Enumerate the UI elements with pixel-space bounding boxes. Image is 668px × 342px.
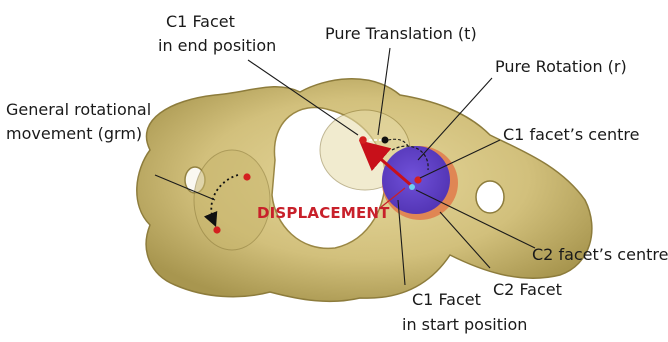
label-c1-facet-start-1: C1 Facet (412, 290, 481, 309)
label-grm-2: movement (grm) (6, 124, 142, 143)
label-c2-facet: C2 Facet (493, 280, 562, 299)
label-pure-translation: Pure Translation (t) (325, 24, 477, 43)
label-pure-rotation: Pure Rotation (r) (495, 57, 627, 76)
grm-start-marker (243, 173, 250, 180)
label-c1-facet-start-2: in start position (402, 315, 527, 334)
label-c1-facet-centre: C1 facet’s centre (503, 125, 639, 144)
label-grm-1: General rotational (6, 100, 151, 119)
c2-facet-centre-marker (409, 184, 415, 190)
vertebra-bone (137, 79, 592, 302)
translation-point (382, 137, 389, 144)
label-c1-facet-end-2: in end position (158, 36, 276, 55)
label-c2-facet-centre: C2 facet’s centre (532, 245, 668, 264)
label-displacement: DISPLACEMENT (257, 204, 390, 222)
label-c1-facet-end-1: C1 Facet (166, 12, 235, 31)
grm-end-marker (213, 226, 220, 233)
c1-end-centre-marker (359, 136, 367, 144)
